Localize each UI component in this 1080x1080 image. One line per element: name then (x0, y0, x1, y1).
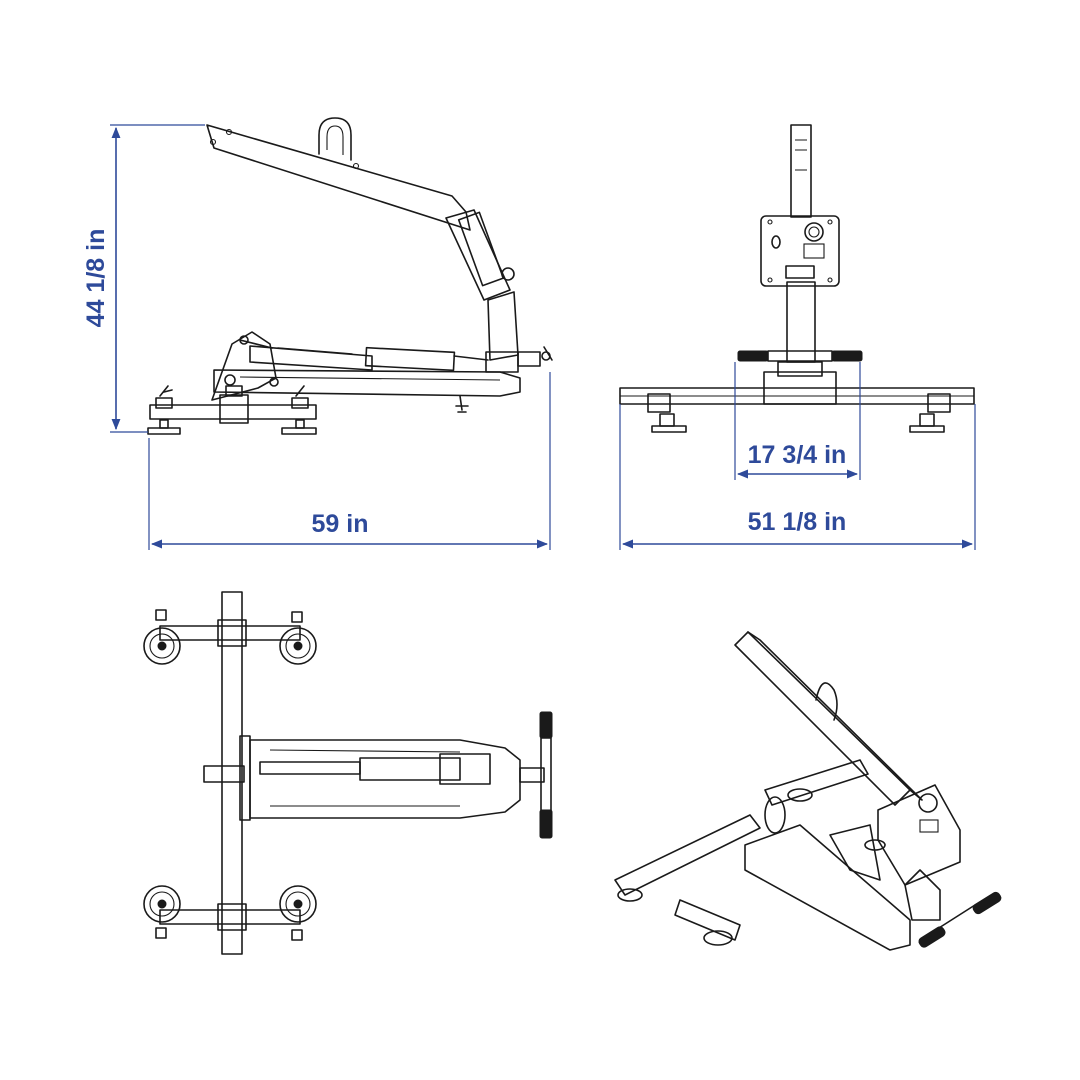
front-view (619, 124, 975, 433)
front-pad-left (647, 393, 687, 433)
isometric-view (614, 631, 1002, 951)
side-view (147, 117, 553, 435)
width-label: 51 1/8 in (748, 508, 847, 536)
dimension-lines (110, 124, 976, 550)
top-pad-nw (143, 609, 181, 665)
inner-width-label: 17 3/4 in (748, 441, 847, 469)
suction-pad-right (281, 385, 317, 435)
top-view (143, 591, 553, 955)
length-label: 59 in (312, 510, 369, 538)
top-pad-ne (279, 611, 317, 665)
top-pad-sw (143, 885, 181, 939)
front-pad-right (909, 393, 951, 433)
height-label: 44 1/8 in (82, 229, 110, 328)
top-pad-se (279, 885, 317, 941)
suction-pad-left (147, 385, 181, 435)
